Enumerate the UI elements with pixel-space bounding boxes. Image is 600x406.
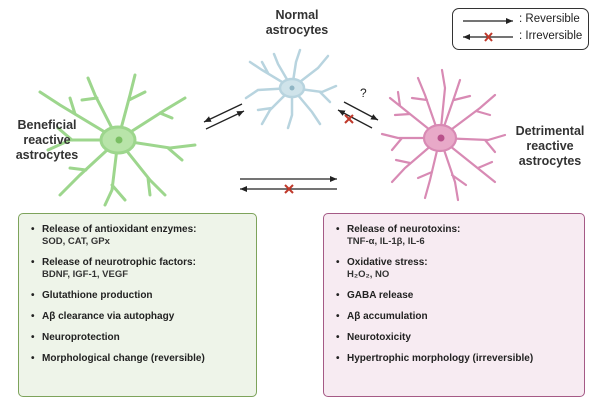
normal-astrocytes-label: Normal astrocytes (265, 8, 329, 37)
list-item: Neuroprotection (31, 332, 205, 344)
arrows-normal-detrimental (337, 101, 379, 129)
list-item: Neurotoxicity (336, 332, 533, 344)
legend-irreversible: : Irreversible (519, 30, 583, 42)
legend: : Reversible : Irreversible (452, 8, 589, 50)
irreversible-x-icon (284, 184, 294, 194)
legend-reversible: : Reversible (519, 13, 580, 25)
legend-arrows-icon (463, 18, 513, 42)
question-mark: ? (360, 86, 367, 100)
list-item: GABA release (336, 290, 533, 302)
irreversible-x-icon (344, 114, 354, 124)
list-item: Morphological change (reversible) (31, 353, 205, 365)
beneficial-astrocytes-label: Beneficial reactive astrocytes (15, 118, 79, 162)
normal-astrocyte-icon (244, 48, 338, 130)
list-item: Release of neurotrophic factors:BDNF, IG… (31, 257, 205, 281)
detrimental-properties-box: Release of neurotoxins:TNF-α, IL-1β, IL-… (323, 213, 585, 397)
detrimental-astrocyte-icon (380, 68, 507, 202)
list-item: Hypertrophic morphology (irreversible) (336, 353, 533, 365)
list-item: Aβ accumulation (336, 311, 533, 323)
detrimental-astrocytes-label: Detrimental reactive astrocytes (515, 124, 585, 168)
list-item: Aβ clearance via autophagy (31, 311, 205, 323)
list-item: Release of antioxidant enzymes:SOD, CAT,… (31, 224, 205, 248)
list-item: Glutathione production (31, 290, 205, 302)
list-item: Release of neurotoxins:TNF-α, IL-1β, IL-… (336, 224, 533, 248)
list-item: Oxidative stress:H₂O₂, NO (336, 257, 533, 281)
reversible-arrows-normal-beneficial (203, 103, 245, 130)
beneficial-properties-box: Release of antioxidant enzymes:SOD, CAT,… (18, 213, 257, 397)
beneficial-astrocyte-icon (38, 73, 197, 207)
